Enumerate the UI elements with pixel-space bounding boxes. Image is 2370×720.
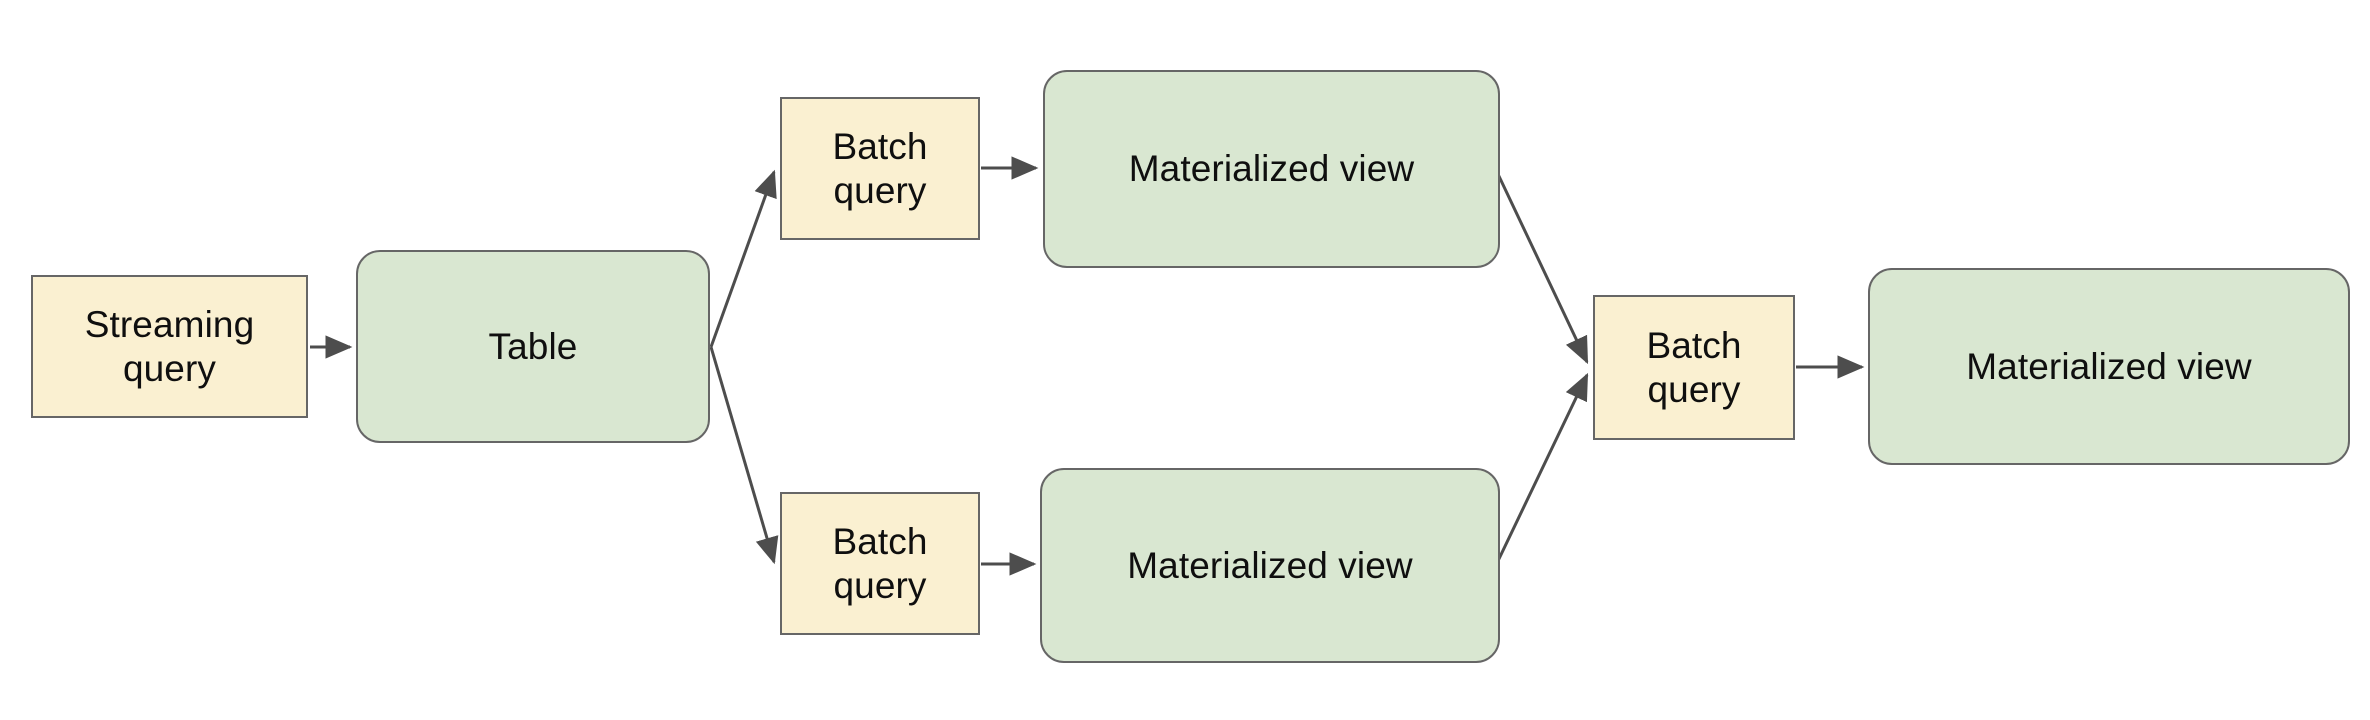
node-streaming-query[interactable]: Streaming query [31, 275, 308, 418]
node-materialized-view-bottom[interactable]: Materialized view [1040, 468, 1500, 663]
edge-e6 [1495, 171, 1589, 365]
node-label-batch-query-bottom: Batch query [832, 520, 928, 606]
node-materialized-view-right[interactable]: Materialized view [1868, 268, 2350, 465]
edge-e2 [709, 169, 777, 348]
node-batch-query-top[interactable]: Batch query [780, 97, 980, 240]
node-table[interactable]: Table [356, 250, 710, 443]
edge-e3 [709, 346, 779, 565]
node-label-materialized-view-right: Materialized view [1966, 345, 2252, 387]
node-label-materialized-view-top: Materialized view [1128, 148, 1415, 190]
node-label-batch-query-center: Batch query [1646, 324, 1742, 410]
node-label-table: Table [488, 325, 578, 367]
node-label-materialized-view-bottom: Materialized view [1127, 544, 1413, 586]
node-materialized-view-top[interactable]: Materialized view [1043, 70, 1500, 268]
node-label-batch-query-top: Batch query [832, 125, 928, 211]
node-batch-query-bottom[interactable]: Batch query [780, 492, 980, 635]
node-label-streaming-query: Streaming query [84, 303, 255, 389]
edge-e7 [1495, 372, 1589, 564]
node-batch-query-center[interactable]: Batch query [1593, 295, 1795, 440]
